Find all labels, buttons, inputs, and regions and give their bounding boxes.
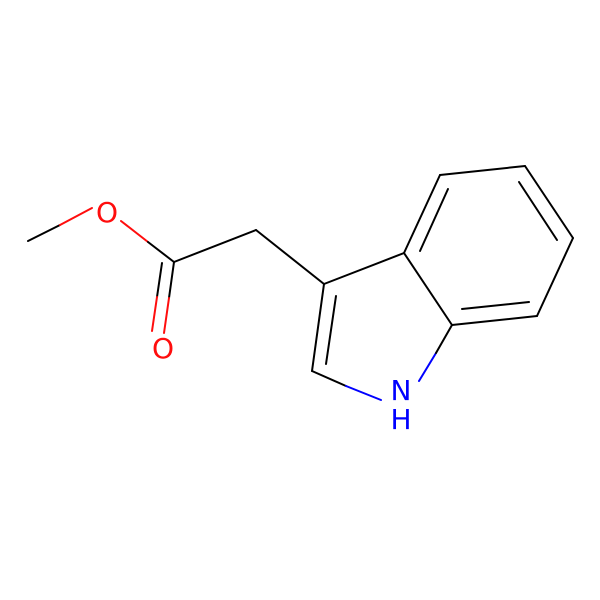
carbonyl-double-bond-a-o-part	[163, 297, 170, 334]
c4-c5-bond	[439, 165, 526, 176]
bond-layer	[27, 165, 574, 401]
methyl-oxygen-bond-o-part	[59, 207, 93, 226]
methylene-c3-bond	[255, 229, 325, 285]
carbonyl-double-bond-a	[168, 261, 175, 299]
c2-n1-bond	[311, 370, 347, 387]
c2-n1-bond-n-part	[345, 385, 382, 401]
oxygen-carbonyl-bond-o-part	[120, 220, 149, 243]
ring-nitrogen-label: N	[391, 374, 412, 407]
c6-c7-bond	[536, 237, 574, 317]
n1-c7a-bond	[435, 324, 453, 354]
c7-c7a-bond	[451, 315, 538, 326]
methyl-oxygen-bond	[27, 224, 61, 242]
c3-c2-double-bond-b	[325, 295, 337, 365]
carbonyl-oxygen-label: O	[152, 332, 174, 365]
carbonyl-double-bond-b-o-part	[151, 296, 158, 332]
ester-oxygen-label: O	[96, 196, 118, 229]
ring-nitrogen-hydrogen-label: H	[390, 403, 411, 436]
c5-c6-inner-bond	[518, 181, 558, 241]
atom-label-layer: O O N H	[96, 196, 412, 436]
c3-c2-double-bond-a	[311, 283, 325, 372]
c7-c7a-inner-bond	[461, 301, 530, 310]
carbonyl-double-bond-b	[156, 262, 163, 298]
oxygen-carbonyl-bond	[147, 241, 175, 263]
c5-c6-bond	[524, 165, 574, 239]
n1-c7a-bond-n-part	[418, 352, 437, 382]
c3a-c4-bond	[403, 174, 441, 254]
c3-c3a-bond	[323, 252, 405, 285]
carbonyl-methylene-bond	[173, 229, 257, 263]
c3a-c7a-bond	[403, 252, 453, 326]
c3a-c4-inner-bond	[419, 188, 449, 252]
